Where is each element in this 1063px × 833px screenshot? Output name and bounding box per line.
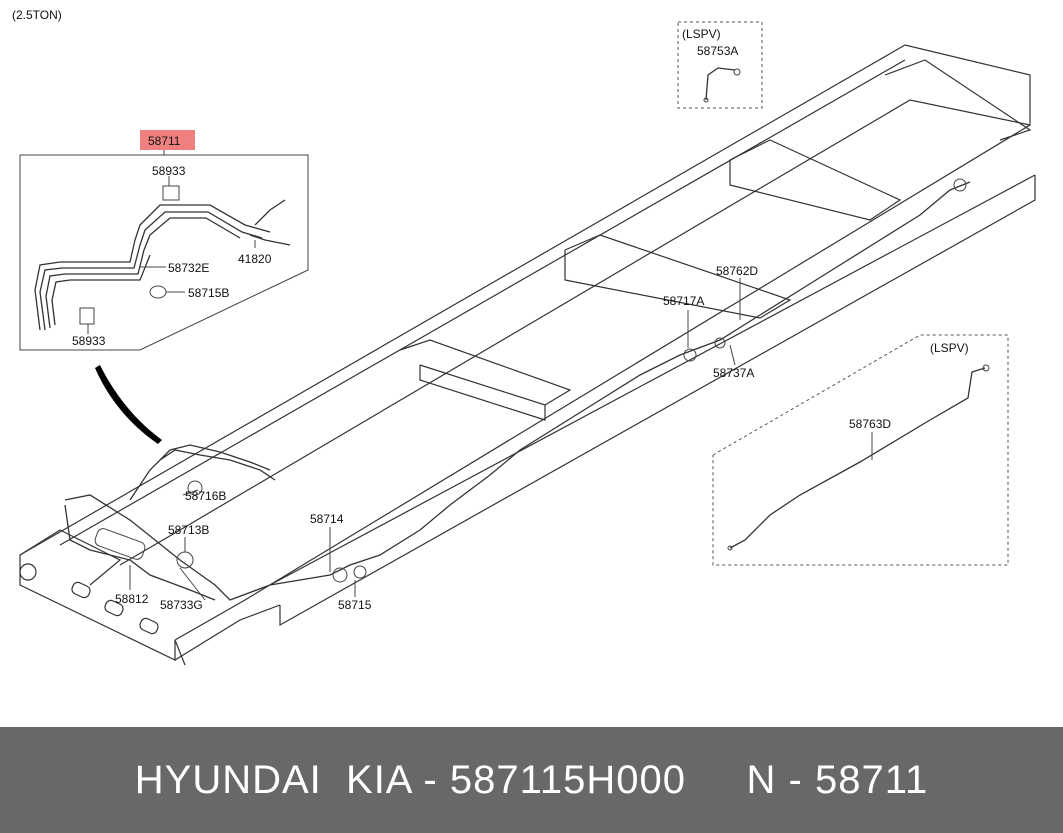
clip-58933-bottom-icon <box>79 307 95 325</box>
callout-58732e: 58732E <box>168 261 209 275</box>
detail-pointer-arrow <box>95 365 162 444</box>
callout-58715b: 58715B <box>188 286 229 300</box>
callout-58717a: 58717A <box>663 294 704 308</box>
callout-58933-top: 58933 <box>152 164 186 178</box>
clip-58715b-icon <box>149 285 167 299</box>
lspv-right-inset <box>712 334 1009 566</box>
callout-58812: 58812 <box>115 592 149 606</box>
leader-lines <box>129 278 741 601</box>
detail-inset <box>19 130 309 351</box>
footer-part-number-text: HYUNDAI KIA - 587115H000 N - 58711 <box>134 757 929 802</box>
part-number-footer: HYUNDAI KIA - 587115H000 N - 58711 <box>0 727 1063 833</box>
chassis-frame <box>19 44 1036 666</box>
clip-58933-top-icon <box>162 185 180 201</box>
brake-line-diagram: (2.5TON) <box>12 8 1036 666</box>
callout-41820: 41820 <box>238 252 272 266</box>
callout-58737a: 58737A <box>713 366 754 380</box>
highlighted-part-box <box>140 130 195 150</box>
callout-58716b: 58716B <box>185 489 226 503</box>
callout-58714: 58714 <box>310 512 344 526</box>
lspv-top-inset <box>677 21 763 109</box>
callout-58713b: 58713B <box>168 523 209 537</box>
callout-58753a: 58753A <box>697 44 738 58</box>
callout-58933-bottom: 58933 <box>72 334 106 348</box>
lspv-right-label: (LSPV) <box>930 341 969 355</box>
callout-58715: 58715 <box>338 598 372 612</box>
lspv-top-label: (LSPV) <box>682 27 721 41</box>
brake-pipe-route <box>64 178 971 601</box>
callout-58711: 58711 <box>148 134 181 148</box>
callout-58733g: 58733G <box>160 598 203 612</box>
variant-label: (2.5TON) <box>12 8 62 22</box>
callout-58763d: 58763D <box>849 417 891 431</box>
callout-58762d: 58762D <box>716 264 758 278</box>
